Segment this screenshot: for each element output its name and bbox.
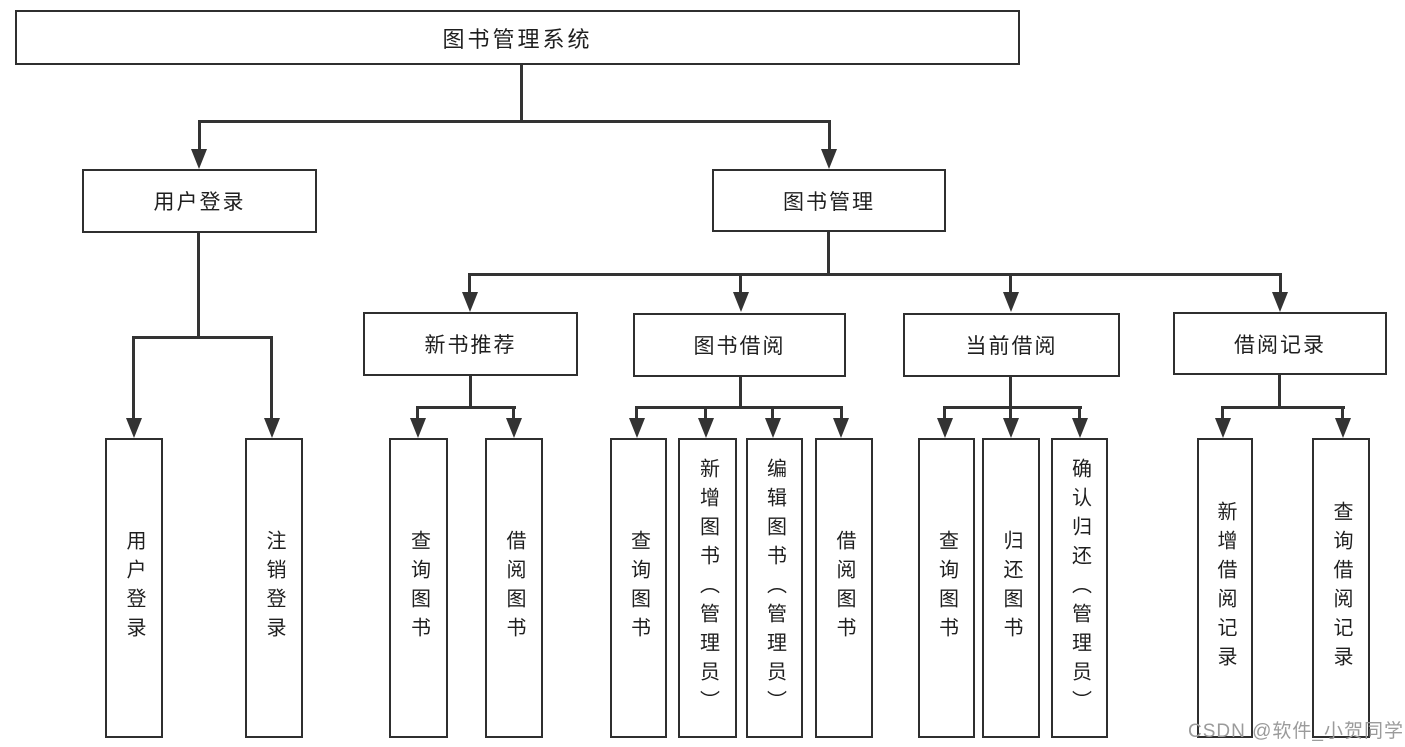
leaf-bor-add-books-label: 新增图书（管理员） (696, 457, 719, 719)
connector-recommend-split (416, 406, 516, 409)
leaf-cur-query-books-label: 查询图书 (935, 530, 958, 646)
connector-stem-cur-return (1009, 406, 1012, 424)
node-user-login-branch: 用户登录 (82, 169, 317, 233)
connector-current-split (943, 406, 1082, 409)
connector-stem-user (198, 120, 201, 155)
node-current-borrow-label: 当前借阅 (965, 335, 1058, 358)
connector-stem-bor-query (635, 406, 638, 424)
leaf-logout: 注销登录 (245, 438, 303, 738)
connector-stem-bor-add (704, 406, 707, 424)
arrowhead-cur-query (937, 418, 953, 438)
arrowhead-records (1272, 292, 1288, 312)
node-new-book-recommend-label: 新书推荐 (424, 334, 517, 357)
arrowhead-bor-query (629, 418, 645, 438)
connector-stem-mgmt (828, 120, 831, 155)
node-book-management-label: 图书管理 (783, 190, 875, 214)
connector-current-trunk (1009, 377, 1012, 406)
leaf-rec-query-books-label: 查询图书 (407, 530, 430, 646)
connector-root-trunk (520, 65, 523, 120)
arrowhead-recommend (462, 292, 478, 312)
connector-stem-recd-query (1341, 406, 1344, 424)
node-user-login-branch-label: 用户登录 (153, 191, 246, 214)
arrowhead-current (1003, 292, 1019, 312)
node-book-borrow-label: 图书借阅 (693, 335, 786, 358)
connector-stem-borrow (739, 273, 742, 298)
leaf-rec-query-books: 查询图书 (389, 438, 448, 738)
arrowhead-mgmt (821, 149, 837, 169)
leaf-bor-query-books-label: 查询图书 (627, 530, 650, 646)
connector-stem-rec-query (416, 406, 419, 424)
connector-recommend-trunk (469, 376, 472, 406)
leaf-recd-add-record: 新增借阅记录 (1197, 438, 1253, 738)
leaf-cur-query-books: 查询图书 (918, 438, 975, 738)
node-root: 图书管理系统 (15, 10, 1020, 65)
node-book-borrow: 图书借阅 (633, 313, 846, 377)
arrowhead-bor-edit (765, 418, 781, 438)
connector-stem-rec-borrow (512, 406, 515, 424)
leaf-recd-query-record-label: 查询借阅记录 (1330, 501, 1352, 675)
arrowhead-bor-borrow (833, 418, 849, 438)
connector-records-split (1221, 406, 1345, 409)
node-borrow-records: 借阅记录 (1173, 312, 1387, 375)
leaf-rec-borrow-books-label: 借阅图书 (503, 530, 525, 646)
connector-stem-recd-add (1221, 406, 1224, 424)
arrowhead-cur-return (1003, 418, 1019, 438)
node-book-management: 图书管理 (712, 169, 946, 232)
connector-records-trunk (1278, 375, 1281, 406)
connector-borrow-split (635, 406, 843, 409)
connector-l2-split (468, 273, 1282, 276)
connector-stem-bor-edit (771, 406, 774, 424)
leaf-cur-return-books-label: 归还图书 (1000, 530, 1022, 646)
connector-stem-login (132, 336, 135, 424)
arrowhead-rec-query (410, 418, 426, 438)
node-borrow-records-label: 借阅记录 (1234, 333, 1326, 357)
leaf-recd-add-record-label: 新增借阅记录 (1214, 501, 1236, 675)
arrowhead-cur-confirm (1072, 418, 1088, 438)
arrowhead-rec-borrow (506, 418, 522, 438)
leaf-bor-edit-books-label: 编辑图书（管理员） (763, 457, 786, 719)
node-current-borrow: 当前借阅 (903, 313, 1120, 377)
leaf-bor-add-books: 新增图书（管理员） (678, 438, 737, 738)
connector-stem-logout (270, 336, 273, 424)
arrowhead-bor-add (698, 418, 714, 438)
leaf-bor-borrow-books-label: 借阅图书 (833, 530, 855, 646)
leaf-recd-query-record: 查询借阅记录 (1312, 438, 1370, 738)
leaf-bor-borrow-books: 借阅图书 (815, 438, 873, 738)
leaf-user-login: 用户登录 (105, 438, 163, 738)
leaf-rec-borrow-books: 借阅图书 (485, 438, 543, 738)
node-root-label: 图书管理系统 (442, 26, 593, 52)
leaf-bor-query-books: 查询图书 (610, 438, 667, 738)
connector-user-trunk (197, 233, 200, 336)
connector-stem-cur-query (943, 406, 946, 424)
arrowhead-login (126, 418, 142, 438)
node-new-book-recommend: 新书推荐 (363, 312, 578, 376)
arrowhead-recd-query (1335, 418, 1351, 438)
arrowhead-logout (264, 418, 280, 438)
connector-stem-current (1009, 273, 1012, 298)
arrowhead-recd-add (1215, 418, 1231, 438)
connector-borrow-trunk (739, 377, 742, 406)
connector-stem-cur-confirm (1078, 406, 1081, 424)
connector-user-split (132, 336, 273, 339)
arrowhead-borrow (733, 292, 749, 312)
leaf-cur-return-books: 归还图书 (982, 438, 1040, 738)
connector-l1-split (198, 120, 831, 123)
connector-stem-bor-borrow (840, 406, 843, 424)
leaf-cur-confirm-return: 确认归还（管理员） (1051, 438, 1108, 738)
arrowhead-user (191, 149, 207, 169)
leaf-cur-confirm-return-label: 确认归还（管理员） (1068, 457, 1091, 719)
connector-stem-records (1279, 273, 1282, 298)
connector-mgmt-trunk (827, 232, 830, 274)
csdn-watermark: CSDN @软件_小贺同学 (1188, 721, 1404, 742)
leaf-user-login-label: 用户登录 (123, 530, 145, 646)
leaf-logout-label: 注销登录 (263, 530, 285, 646)
leaf-bor-edit-books: 编辑图书（管理员） (746, 438, 803, 738)
connector-stem-recommend (468, 273, 471, 298)
